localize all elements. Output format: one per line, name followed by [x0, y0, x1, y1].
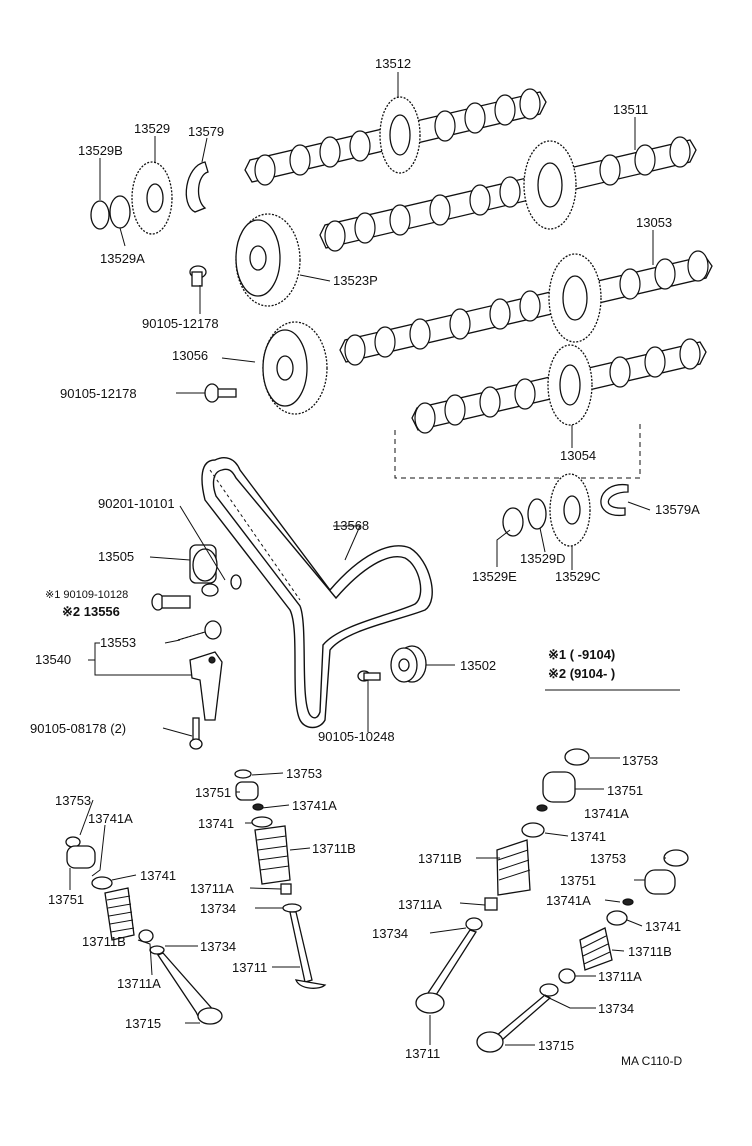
label-m-13711: 13711: [232, 960, 267, 975]
label-r2-13711B: 13711B: [628, 944, 672, 959]
label-13053: 13053: [636, 215, 672, 230]
camshaft-gear-13512: [379, 96, 421, 174]
tensioner-13505: [189, 544, 219, 597]
label-l-13711A: 13711A: [117, 976, 161, 991]
label-l-13751: 13751: [48, 892, 84, 907]
label-13529C: 13529C: [555, 569, 601, 584]
ring-13529A: [109, 195, 131, 229]
camshaft-gear-13511: [523, 140, 577, 230]
bolt-90109-10128: [151, 593, 191, 611]
label-m-13711A: 13711A: [190, 881, 234, 896]
label-m-13741A: 13741A: [292, 798, 337, 813]
label-r2-13753: 13753: [590, 851, 626, 866]
label-13529D: 13529D: [520, 551, 566, 566]
label-bolt-d: 90105-10248: [318, 729, 395, 744]
ring-90201: [230, 574, 242, 590]
label-l-13734: 13734: [200, 939, 236, 954]
label-r2-13751: 13751: [560, 873, 596, 888]
pulley-13056: [262, 321, 328, 415]
label-m-13753: 13753: [286, 766, 322, 781]
label-13540: 13540: [35, 652, 71, 667]
label-13505: 13505: [98, 549, 134, 564]
camshaft-13511: [319, 136, 697, 252]
label-r-13734: 13734: [372, 926, 408, 941]
label-r2-13734: 13734: [598, 1001, 634, 1016]
ring-13529D: [527, 498, 547, 530]
label-m-13711B: 13711B: [312, 841, 356, 856]
label-r2-13711A: 13711A: [598, 969, 642, 984]
valve-group-right-lower: [476, 849, 689, 1053]
label-r-13751: 13751: [607, 783, 643, 798]
label-90201: 90201-10101: [98, 496, 175, 511]
ring-13529B: [90, 200, 110, 230]
bracket-13540: [189, 651, 223, 721]
camshaft-gear-13053: [548, 253, 602, 343]
valve-group-right-upper: [415, 748, 590, 1014]
leader-lines: [69, 72, 680, 1046]
label-13523P: 13523P: [333, 273, 378, 288]
diagram-code: MA C110-D: [621, 1054, 682, 1068]
legend-line-1: ※1 ( -9104): [548, 647, 615, 662]
label-m-13741: 13741: [198, 816, 234, 831]
label-13529E: 13529E: [472, 569, 517, 584]
label-13579: 13579: [188, 124, 224, 139]
label-13529A: 13529A: [100, 251, 145, 266]
label-r-13711B: 13711B: [418, 851, 462, 866]
label-13529: 13529: [134, 121, 170, 136]
bolt-90105-12178-a: [189, 265, 207, 287]
label-bolt-b: 90105-12178: [60, 386, 137, 401]
label-l-13715: 13715: [125, 1016, 161, 1031]
gear-13529: [131, 161, 173, 235]
spring-13553: [177, 620, 222, 641]
label-r2-13741: 13741: [645, 919, 681, 934]
label-note1: ※1 90109-10128: [45, 589, 128, 601]
timing-belt-13568: [201, 457, 433, 729]
valve-group-left: [65, 836, 223, 1025]
label-13502: 13502: [460, 658, 496, 673]
bolt-90105-10248: [357, 670, 381, 682]
label-l-13711B: 13711B: [82, 934, 126, 949]
label-13579A: 13579A: [655, 502, 700, 517]
label-bolt-c: 90105-08178 (2): [30, 721, 126, 736]
bolt-90105-08178: [189, 717, 203, 750]
label-l-13753: 13753: [55, 793, 91, 808]
label-r-13711A: 13711A: [398, 897, 442, 912]
camshaft-13053: [339, 250, 713, 366]
label-bolt-a: 90105-12178: [142, 316, 219, 331]
label-r-13711: 13711: [405, 1046, 440, 1061]
label-13511: 13511: [613, 102, 648, 117]
label-13529B: 13529B: [78, 143, 123, 158]
snap-ring-13579A: [600, 484, 629, 516]
label-l-13741: 13741: [140, 868, 176, 883]
label-13512: 13512: [375, 56, 411, 71]
label-13568: 13568: [333, 518, 369, 533]
label-r-13715: 13715: [538, 1038, 574, 1053]
label-m-13751: 13751: [195, 785, 231, 800]
bolt-90105-12178-b: [204, 383, 237, 403]
part-labels: 13512 13511 13529 13579 13529B 13529A 13…: [30, 56, 700, 1068]
idler-13502: [390, 645, 427, 683]
valve-group-middle: [234, 769, 327, 989]
label-r-13753: 13753: [622, 753, 658, 768]
gear-13529C: [549, 473, 591, 547]
label-note2: ※2 13556: [62, 604, 120, 619]
label-r-13741: 13741: [570, 829, 606, 844]
label-13054: 13054: [560, 448, 596, 463]
label-l-13741A: 13741A: [88, 811, 133, 826]
label-13056: 13056: [172, 348, 208, 363]
ring-13529E: [502, 507, 524, 537]
pulley-13523P: [235, 213, 301, 307]
label-13553: 13553: [100, 635, 136, 650]
camshaft-gear-13054: [547, 344, 593, 426]
label-r2-13741A: 13741A: [546, 893, 591, 908]
label-r-13741A: 13741A: [584, 806, 629, 821]
legend-line-2: ※2 (9104- ): [548, 666, 615, 681]
label-m-13734: 13734: [200, 901, 236, 916]
snap-ring-13579: [185, 161, 209, 213]
